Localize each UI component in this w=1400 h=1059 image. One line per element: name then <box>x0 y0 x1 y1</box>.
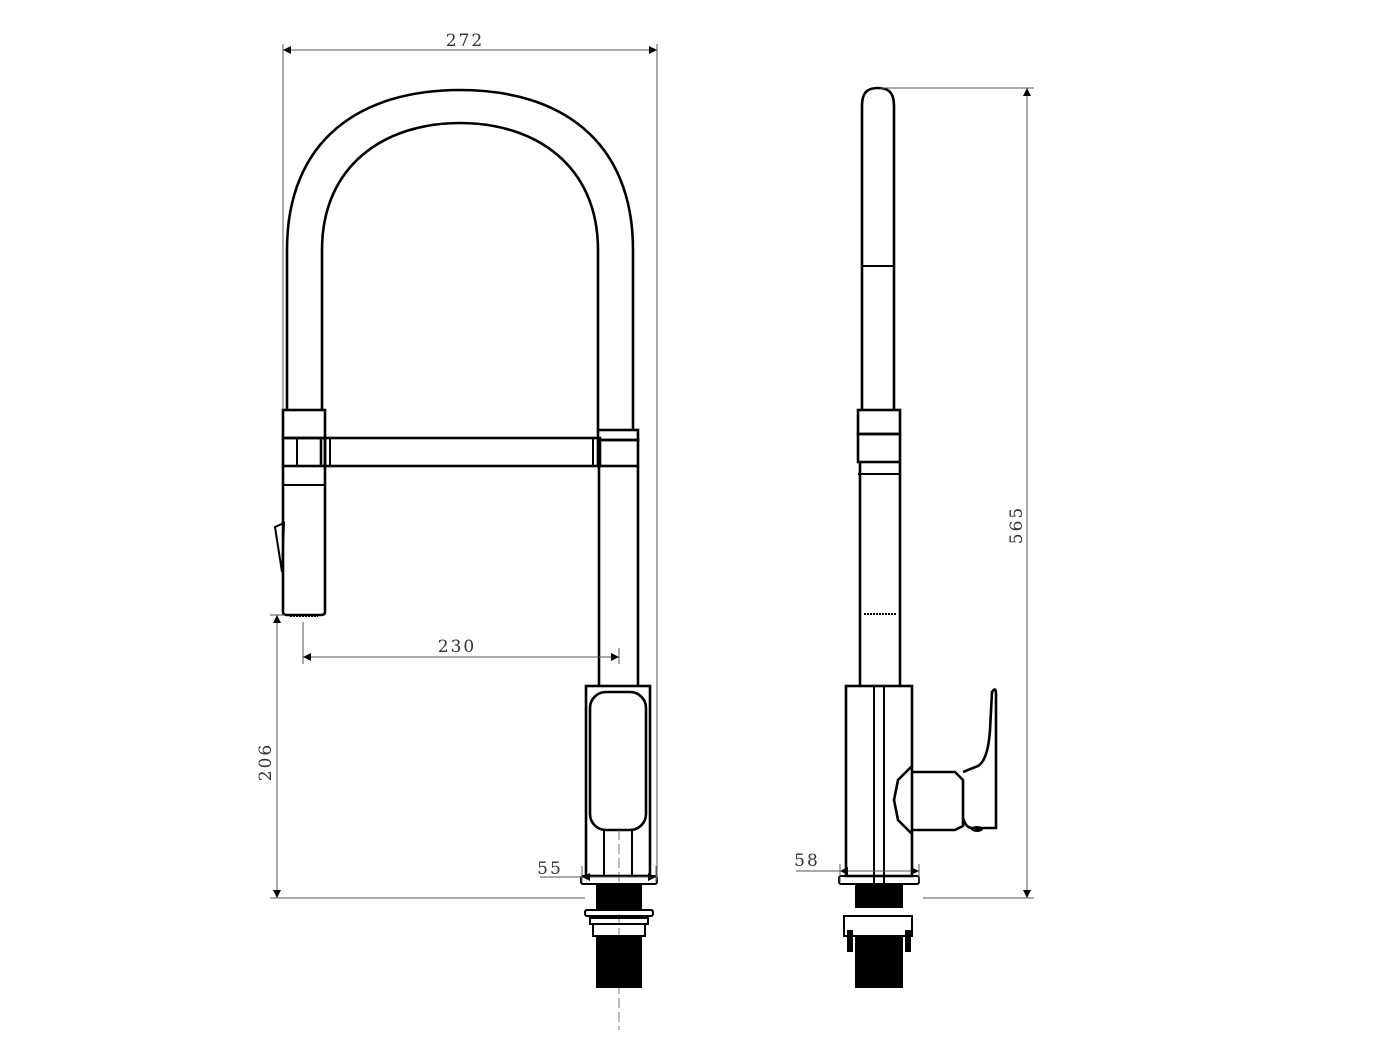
column-collar <box>596 428 640 442</box>
threaded-shank-upper <box>596 884 642 909</box>
threaded-shank-lower <box>596 936 642 988</box>
spout-reach-label: 230 <box>438 637 476 657</box>
tap-body <box>584 684 652 878</box>
side-mount-bracket <box>843 915 913 937</box>
dimension-230: 230 <box>302 622 620 664</box>
overall-width-label: 272 <box>446 31 484 51</box>
front-base-width-label: 55 <box>537 859 563 879</box>
spout-outer-arc <box>285 88 635 430</box>
lever-handle <box>961 688 998 830</box>
side-base-width-label: 58 <box>794 851 820 871</box>
spout-inner-arc <box>320 121 600 430</box>
spout-side <box>860 86 896 410</box>
dimension-565: 565 <box>880 87 1034 899</box>
dimension-55: 55 <box>537 859 657 882</box>
side-view <box>838 86 998 988</box>
lever-handle-face <box>588 690 648 832</box>
side-threaded-shank <box>855 936 903 988</box>
side-collar <box>856 408 902 436</box>
spray-toggle-icon <box>273 521 286 573</box>
spray-collar <box>281 408 327 440</box>
lever-boss <box>892 765 913 835</box>
overall-height-label: 565 <box>1007 506 1027 544</box>
washer <box>584 909 654 917</box>
dimension-272: 272 <box>282 31 658 880</box>
magnetic-dock-left <box>281 436 327 468</box>
spray-head <box>281 466 327 617</box>
spout-height-label: 206 <box>256 743 276 781</box>
dimension-206: 206 <box>256 614 585 899</box>
connecting-bar <box>323 436 602 468</box>
front-view <box>273 88 658 1030</box>
dimension-58: 58 <box>794 851 920 882</box>
side-tap-body <box>844 684 914 878</box>
